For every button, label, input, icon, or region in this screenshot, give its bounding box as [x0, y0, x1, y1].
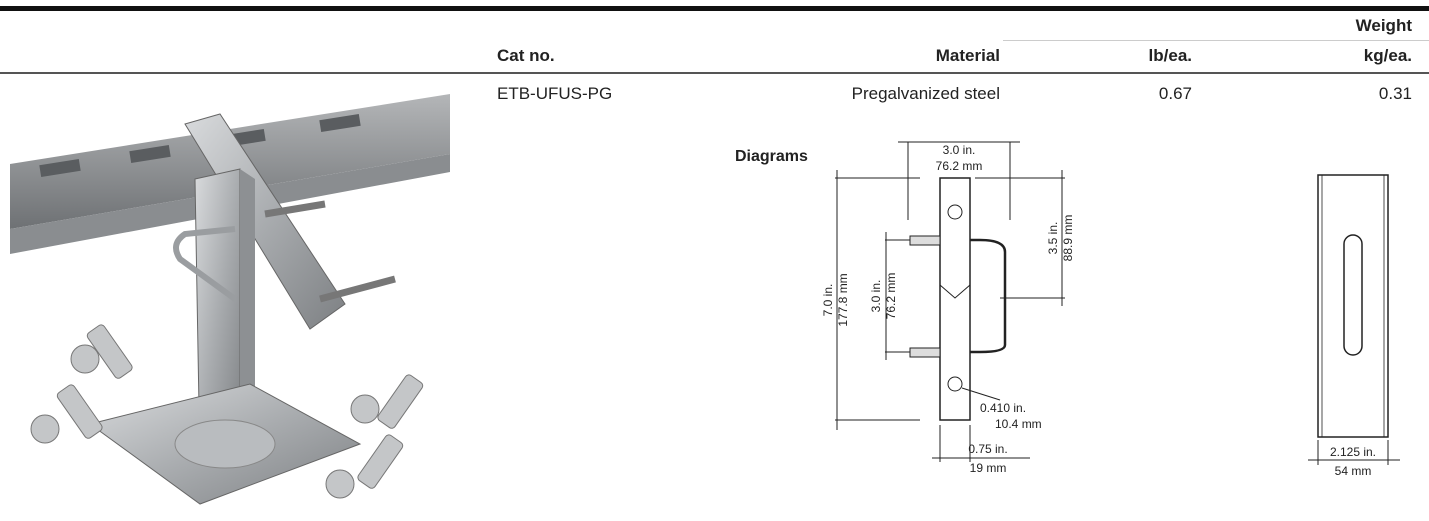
header-lb: lb/ea.	[1148, 46, 1192, 65]
dim-hole-mm: 10.4 mm	[995, 417, 1042, 431]
product-photo	[10, 94, 450, 505]
dim-inner-height-mm: 76.2 mm	[884, 273, 898, 320]
diagrams-heading: Diagrams	[735, 148, 808, 165]
top-rule	[0, 6, 1429, 11]
row-kg: 0.31	[1378, 84, 1412, 103]
dim-inner-height-in: 3.0 in.	[869, 280, 883, 313]
row-material: Pregalvanized steel	[851, 84, 1000, 103]
side-view-diagram: 3.0 in. 76.2 mm 0.410 in. 10.4 mm 0.75 i…	[821, 141, 1075, 475]
header-material: Material	[935, 46, 1000, 65]
dim-top-width-mm: 76.2 mm	[936, 159, 983, 173]
row-cat-no: ETB-UFUS-PG	[497, 84, 613, 103]
weight-subrule	[1003, 40, 1429, 41]
dim-top-width-in: 3.0 in.	[943, 143, 976, 157]
front-view-diagram: 2.125 in. 54 mm	[1308, 174, 1400, 478]
dim-front-width-mm: 54 mm	[1335, 464, 1372, 478]
row-lb: 0.67	[1158, 84, 1192, 103]
dim-depth-in: 0.75 in.	[968, 442, 1007, 456]
header-rule	[0, 72, 1429, 74]
dim-front-width-in: 2.125 in.	[1330, 445, 1376, 459]
dim-hole-in: 0.410 in.	[980, 401, 1026, 415]
dim-half-height-in: 3.5 in.	[1046, 222, 1060, 255]
dim-overall-height-mm: 177.8 mm	[836, 273, 850, 326]
dim-half-height-mm: 88.9 mm	[1061, 215, 1075, 262]
dim-overall-height-in: 7.0 in.	[821, 284, 835, 317]
header-weight-group: Weight	[1355, 16, 1412, 35]
header-cat-no: Cat no.	[497, 46, 555, 65]
header-kg: kg/ea.	[1363, 46, 1412, 65]
dim-depth-mm: 19 mm	[970, 461, 1007, 475]
